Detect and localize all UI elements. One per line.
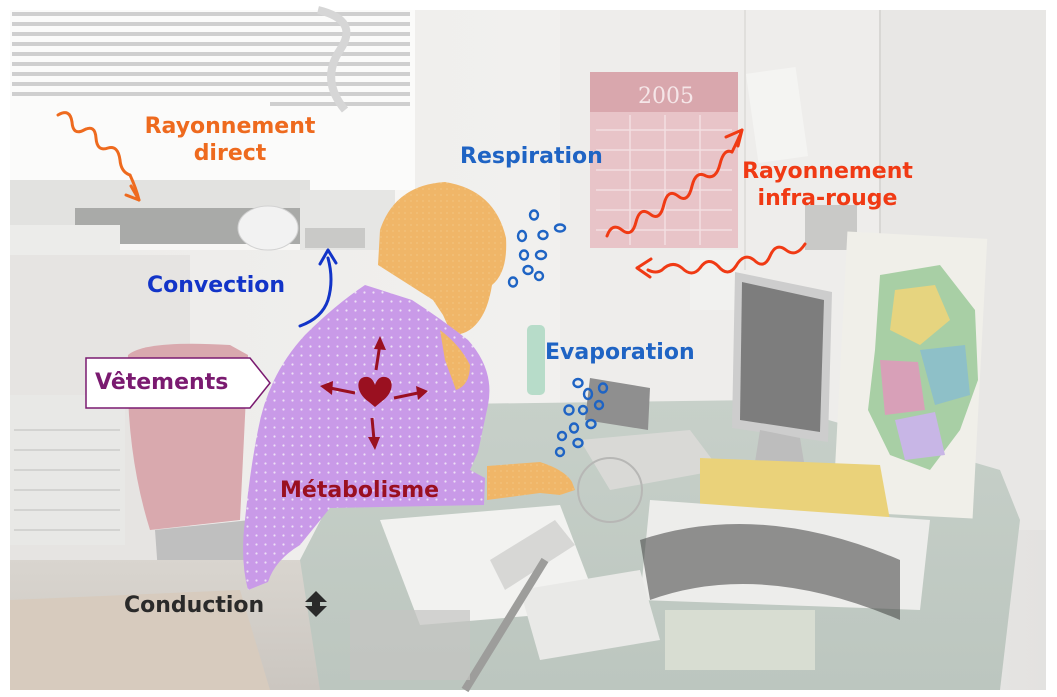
direct-radiation-arrow — [56, 111, 141, 202]
calendar-year: 2005 — [638, 84, 694, 109]
label-evaporation: Evaporation — [545, 340, 695, 365]
label-rayonnement-direct-line2: direct — [193, 141, 267, 166]
label-respiration: Respiration — [460, 144, 603, 169]
heart-icon — [358, 376, 392, 407]
person-silhouette — [243, 182, 575, 590]
france-map — [832, 231, 988, 519]
label-vetements: Vêtements — [95, 370, 229, 395]
head-hair — [378, 182, 507, 335]
label-metabolisme: Métabolisme — [280, 478, 440, 503]
calendar: 2005 — [590, 72, 738, 248]
label-rayonnement-infrarouge-line2: infra-rouge — [757, 186, 898, 211]
evaporation-droplets — [554, 377, 609, 458]
label-rayonnement-infrarouge-line1: Rayonnement — [742, 159, 913, 184]
monitor — [732, 272, 832, 468]
infrared-radiation-arrows — [605, 128, 807, 279]
body-clothing — [243, 285, 490, 590]
label-rayonnement-direct-line1: Rayonnement — [144, 114, 316, 139]
label-rayonnement-direct: Rayonnement direct — [120, 113, 340, 167]
respiration-droplets — [507, 209, 567, 288]
vetements-label-box — [85, 357, 271, 409]
label-conduction: Conduction — [124, 593, 265, 618]
label-rayonnement-infrarouge: Rayonnement infra-rouge — [715, 158, 940, 212]
metabolism-arrows — [320, 336, 428, 450]
label-convection: Convection — [147, 273, 286, 298]
up-down-arrow-icon — [305, 591, 327, 617]
convection-arrow — [298, 248, 338, 328]
hand — [487, 462, 575, 500]
